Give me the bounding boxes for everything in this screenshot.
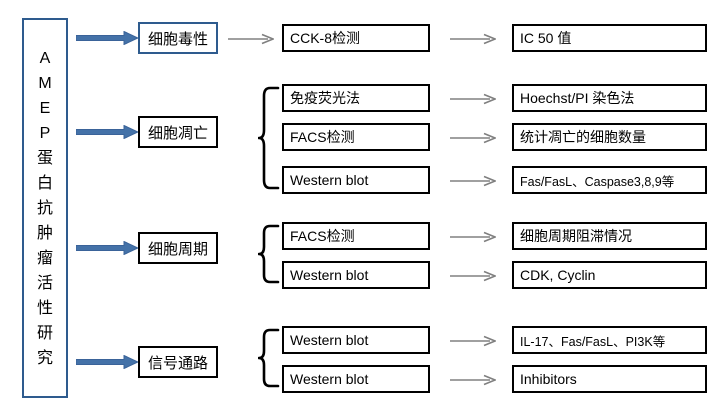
result-label: IL-17、Fas/FasL、PI3K等 [520,334,666,349]
brace-apoptosis [257,86,280,195]
category-box-apoptosis[interactable]: 细胞凋亡 [138,116,218,148]
category-box-cellcycle[interactable]: 细胞周期 [138,232,218,264]
method-label: Western blot [290,371,369,387]
method-box[interactable]: 免疫荧光法 [282,84,430,112]
method-label: FACS检测 [290,129,355,145]
brace-cellcycle [257,224,280,289]
result-box[interactable]: 统计凋亡的细胞数量 [512,123,707,151]
method-box[interactable]: Western blot [282,326,430,354]
result-label: 细胞周期阻滞情况 [520,228,632,244]
result-label: Hoechst/PI 染色法 [520,90,635,106]
arrow-cytotoxicity-to-method [228,32,276,45]
method-box[interactable]: FACS检测 [282,222,430,250]
method-box[interactable]: FACS检测 [282,123,430,151]
arrow-method-to-result [450,131,498,144]
method-label: 免疫荧光法 [290,90,360,106]
arrow-method-to-result [450,174,498,187]
result-label: CDK, Cyclin [520,267,596,283]
result-label: IC 50 值 [520,30,572,46]
method-box[interactable]: Western blot [282,365,430,393]
category-label: 细胞毒性 [147,30,208,48]
result-box[interactable]: 细胞周期阻滞情况 [512,222,707,250]
category-box-signaling[interactable]: 信号通路 [138,346,218,378]
arrow-method-to-result [450,269,498,282]
method-label: Western blot [290,267,369,283]
blue-arrow-to-signaling [75,354,140,370]
study-title-box: A M E P 蛋 白 抗 肿 瘤 活 性 研 究 [22,18,68,398]
category-label: 细胞周期 [147,240,208,258]
result-box[interactable]: IC 50 值 [512,24,707,52]
blue-arrow-to-apoptosis [75,124,140,140]
result-label: Inhibitors [520,371,577,387]
brace-signaling [257,328,280,393]
blue-arrow-to-cytotoxicity [75,30,140,46]
method-box[interactable]: Western blot [282,261,430,289]
method-box[interactable]: CCK-8检测 [282,24,430,52]
category-label: 细胞凋亡 [147,124,208,142]
category-box-cytotoxicity[interactable]: 细胞毒性 [138,22,218,54]
result-box[interactable]: Fas/FasL、Caspase3,8,9等 [512,166,707,194]
arrow-method-to-result [450,334,498,347]
arrow-method-to-result [450,373,498,386]
result-box[interactable]: Hoechst/PI 染色法 [512,84,707,112]
method-label: Western blot [290,332,369,348]
result-box[interactable]: Inhibitors [512,365,707,393]
method-box[interactable]: Western blot [282,166,430,194]
blue-arrow-to-cellcycle [75,240,140,256]
arrow-method-to-result [450,92,498,105]
method-label: FACS检测 [290,228,355,244]
arrow-method-to-result [450,230,498,243]
category-label: 信号通路 [147,354,208,372]
arrow-method-to-result [450,32,498,45]
result-box[interactable]: IL-17、Fas/FasL、PI3K等 [512,326,707,354]
result-label: 统计凋亡的细胞数量 [520,129,646,145]
method-label: CCK-8检测 [290,30,361,46]
study-title-text: A M E P 蛋 白 抗 肿 瘤 活 性 研 究 [36,49,53,367]
method-label: Western blot [290,172,369,188]
result-label: Fas/FasL、Caspase3,8,9等 [520,174,675,189]
result-box[interactable]: CDK, Cyclin [512,261,707,289]
